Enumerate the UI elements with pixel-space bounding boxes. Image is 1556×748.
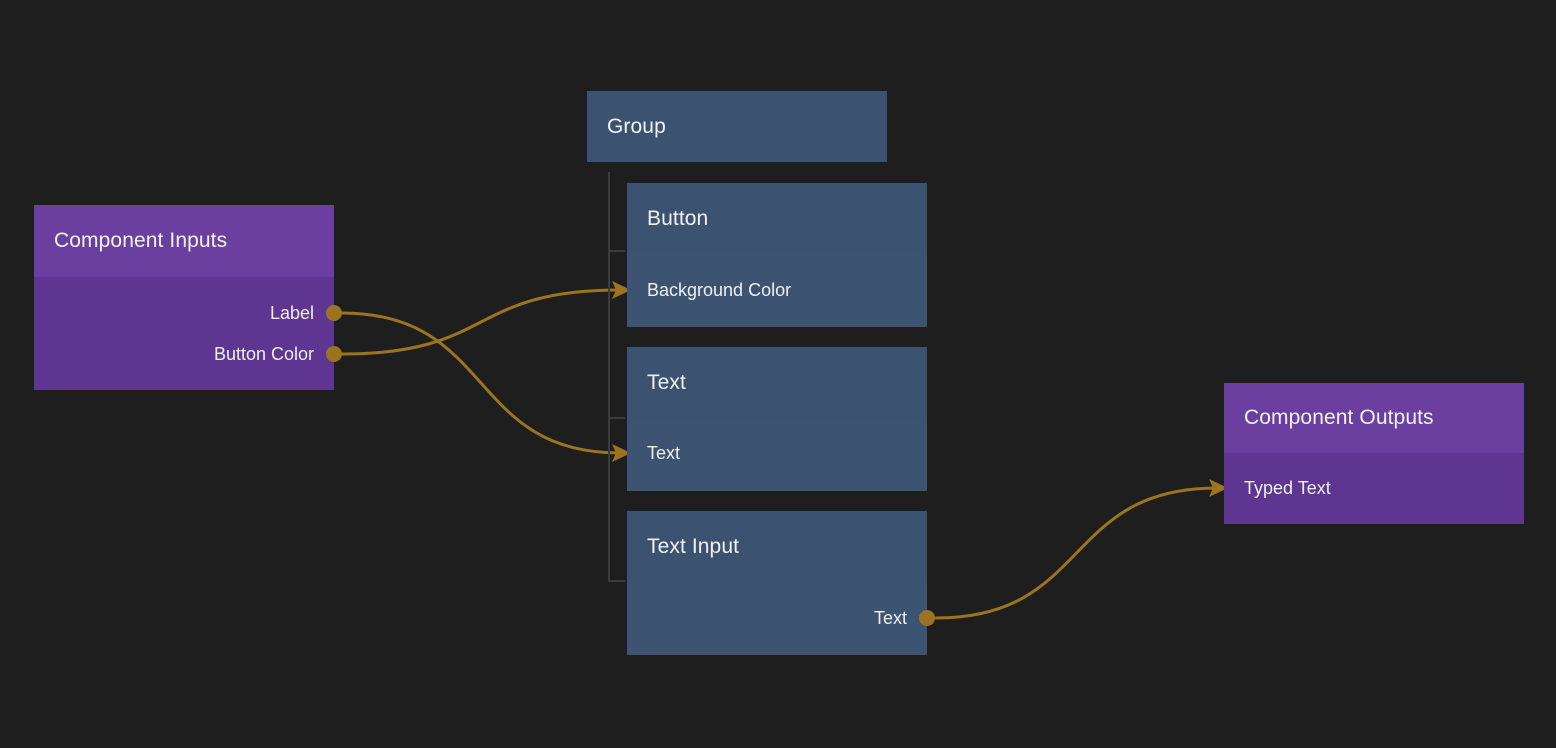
- port-row-label[interactable]: Label: [34, 302, 342, 324]
- port-dot-label[interactable]: [326, 305, 342, 321]
- node-title-button: Button: [647, 206, 709, 230]
- port-label-typed-text: Typed Text: [1244, 477, 1331, 498]
- port-dot-text-output[interactable]: [919, 610, 935, 626]
- tree-branch-stub-2: [608, 580, 625, 582]
- port-label-button-color: Button Color: [213, 343, 314, 364]
- node-body-text: Text: [627, 418, 927, 491]
- node-header-text: Text: [627, 347, 927, 418]
- port-label-text-output: Text: [873, 607, 907, 628]
- edge-text-input-text-to-typed-text: [934, 486, 1219, 620]
- port-label-text: Text: [647, 442, 681, 463]
- tree-vertical-line: [608, 172, 610, 582]
- port-row-text-input-output[interactable]: Text: [627, 607, 935, 629]
- node-text-input[interactable]: Text Input Text: [627, 511, 935, 655]
- node-text[interactable]: Text Text: [627, 347, 927, 491]
- node-body-button: Background Color: [627, 254, 927, 327]
- node-title-text: Text: [647, 370, 686, 394]
- node-header-button: Button: [627, 183, 927, 254]
- port-dot-button-color[interactable]: [326, 346, 342, 362]
- node-body-component-inputs: Label Button Color: [34, 277, 342, 390]
- node-header-component-outputs: Component Outputs: [1224, 383, 1524, 453]
- port-row-button-color[interactable]: Button Color: [34, 343, 342, 365]
- node-header-text-input: Text Input: [627, 511, 927, 583]
- node-title-component-inputs: Component Inputs: [54, 229, 228, 252]
- node-title-component-outputs: Component Outputs: [1244, 406, 1434, 429]
- port-label-background-color: Background Color: [647, 279, 792, 300]
- node-component-outputs[interactable]: Component Outputs Typed Text: [1224, 383, 1524, 524]
- tree-branch-stub-1: [608, 417, 625, 419]
- node-header-component-inputs: Component Inputs: [34, 205, 334, 277]
- node-body-text-input: Text: [627, 583, 935, 655]
- edge-label-to-text: [340, 311, 622, 455]
- port-row-typed-text[interactable]: Typed Text: [1224, 477, 1524, 499]
- node-group[interactable]: Group: [587, 91, 887, 162]
- node-title-text-input: Text Input: [647, 535, 740, 558]
- node-header-group: Group: [587, 91, 887, 162]
- node-component-inputs[interactable]: Component Inputs Label Button Color: [34, 205, 342, 390]
- edge-button-color-to-background-color: [340, 288, 622, 356]
- port-row-text-input-port[interactable]: Text: [627, 442, 927, 464]
- port-label-label: Label: [269, 302, 314, 323]
- tree-branch-stub-0: [608, 250, 625, 252]
- node-title-group: Group: [607, 114, 666, 138]
- node-button[interactable]: Button Background Color: [627, 183, 927, 327]
- node-body-component-outputs: Typed Text: [1224, 453, 1524, 524]
- port-row-background-color[interactable]: Background Color: [627, 279, 927, 301]
